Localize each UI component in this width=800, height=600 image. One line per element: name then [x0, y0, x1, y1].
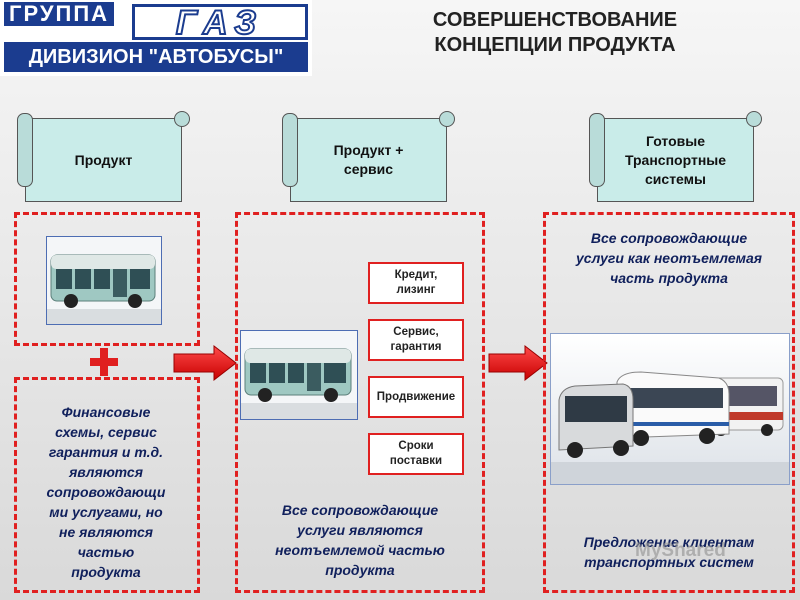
description-line: ми услугами, но [49, 504, 163, 520]
service-line: лизинг [396, 284, 436, 296]
description-line: продукта [325, 562, 395, 578]
city-bus-photo-2 [240, 330, 358, 420]
gaz-logo: ГРУППА ГАЗ ДИВИЗИОН "АВТОБУСЫ" [0, 0, 312, 76]
logo-division: ДИВИЗИОН "АВТОБУСЫ" [4, 42, 308, 72]
logo-group-label: ГРУППА [4, 2, 114, 26]
product-service-box [235, 212, 485, 593]
service-line: гарантия [390, 341, 442, 353]
banner-product-service: Продукт + сервис [282, 111, 455, 202]
title-line-2: КОНЦЕПЦИИ ПРОДУКТА [434, 34, 676, 56]
description-line: схемы, сервис [55, 424, 157, 440]
description-line: сопровождающи [46, 484, 166, 500]
description-line: Финансовые [61, 404, 151, 420]
banner-product-service-line: Продукт + [333, 142, 404, 158]
service-warranty: Сервис, гарантия [368, 319, 464, 361]
description-line: Все сопровождающие [590, 230, 748, 246]
service-line: Кредит, [394, 269, 438, 281]
service-credit-leasing: Кредит, лизинг [368, 262, 464, 304]
description-line: не являются [58, 524, 153, 540]
banner-transport-line: системы [645, 170, 706, 187]
plus-icon [90, 348, 118, 376]
banner-product-text: Продукт [75, 151, 133, 170]
service-line: Продвижение [376, 390, 456, 403]
title-line-1: СОВЕРШЕНСТВОВАНИЕ [432, 9, 678, 31]
service-delivery-terms: Сроки поставки [368, 433, 464, 475]
bus-fleet-image [551, 334, 789, 484]
bus-image [241, 331, 357, 419]
arrow-right-icon [488, 344, 548, 382]
description-line: продукта [71, 564, 141, 580]
transport-systems-top-text: Все сопровождающие услуги как неотъемлем… [548, 228, 790, 288]
product-service-description: Все сопровождающие услуги являются неотъ… [244, 500, 476, 580]
bus-image [47, 237, 161, 324]
description-line: Предложение клиентам [583, 534, 755, 550]
banner-product-service-text: Продукт + сервис [334, 141, 404, 179]
product-box [14, 212, 200, 346]
description-line: услуги как неотъемлемая [576, 250, 762, 266]
banner-transport-systems-text: Готовые Транспортные системы [625, 132, 726, 189]
banner-product: Продукт [17, 111, 190, 202]
product-description: Финансовые схемы, сервис гарантия и т.д.… [20, 402, 192, 582]
description-line: частью [77, 544, 135, 560]
transport-systems-box [543, 212, 795, 593]
description-line: часть продукта [610, 270, 728, 286]
arrow-right-icon [173, 344, 237, 382]
city-bus-photo [46, 236, 162, 325]
description-line: транспортных систем [584, 554, 754, 570]
logo-brand: ГАЗ [132, 4, 308, 41]
service-line: Сроки [398, 440, 434, 452]
banner-product-service-line: сервис [343, 161, 394, 177]
description-line: неотъемлемой частью [275, 542, 445, 558]
service-line: Сервис, [393, 326, 439, 338]
description-line: являются [69, 464, 143, 480]
description-line: гарантия и т.д. [48, 444, 164, 460]
banner-product-line: Продукт [74, 151, 133, 168]
banner-transport-line: Транспортные [624, 151, 727, 168]
page-title: СОВЕРШЕНСТВОВАНИЕ КОНЦЕПЦИИ ПРОДУКТА [345, 8, 765, 58]
transport-systems-bottom-text: Предложение клиентам транспортных систем [548, 532, 790, 572]
product-description-box [14, 377, 200, 593]
bus-fleet-photo [550, 333, 790, 485]
banner-transport-systems: Готовые Транспортные системы [589, 111, 762, 202]
service-promotion: Продвижение [368, 376, 464, 418]
description-line: услуги являются [297, 522, 423, 538]
banner-transport-line: Готовые [645, 132, 705, 149]
service-line: поставки [389, 455, 443, 467]
watermark: MyShared [635, 540, 726, 561]
description-line: Все сопровождающие [281, 502, 439, 518]
